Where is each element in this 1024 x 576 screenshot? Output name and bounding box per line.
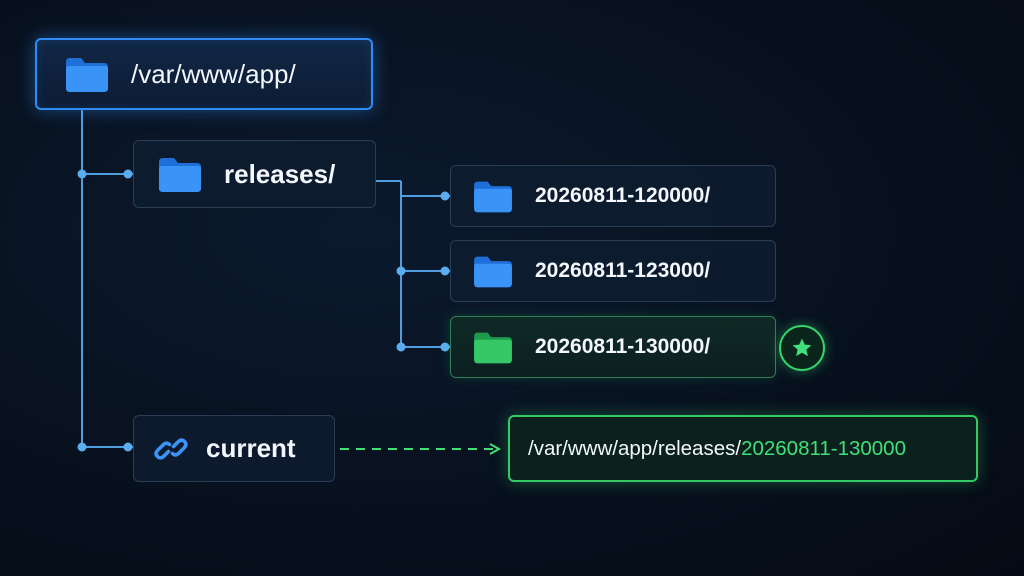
symlink-target-prefix: /var/www/app/releases/ (528, 436, 742, 460)
current-symlink-label: current (206, 433, 296, 463)
releases-folder-node[interactable]: releases/ (133, 140, 376, 208)
junction-dot (77, 442, 87, 452)
junction-dot (396, 342, 406, 352)
active-release-badge (779, 325, 825, 371)
link-icon (152, 430, 190, 468)
folder-icon (471, 253, 515, 289)
junction-dot (123, 169, 133, 179)
symlink-target-node: /var/www/app/releases/20260811-130000 (508, 415, 978, 482)
current-symlink-node[interactable]: current (133, 415, 335, 482)
release-folder-node[interactable]: 20260811-123000/ (450, 240, 776, 302)
release-folder-label: 20260811-123000/ (535, 259, 711, 282)
star-icon (790, 336, 814, 360)
junction-dot (77, 169, 87, 179)
junction-dot (440, 191, 450, 201)
root-folder-node[interactable]: /var/www/app/ (35, 38, 373, 110)
active-release-folder-node[interactable]: 20260811-130000/ (450, 316, 776, 378)
root-folder-label: /var/www/app/ (131, 58, 296, 89)
release-folder-label: 20260811-120000/ (535, 184, 711, 207)
junction-dot (440, 266, 450, 276)
junction-dot (396, 266, 406, 276)
symlink-target-path: /var/www/app/releases/20260811-130000 (528, 437, 906, 461)
junction-dot (440, 342, 450, 352)
release-folder-node[interactable]: 20260811-120000/ (450, 165, 776, 227)
folder-icon (63, 54, 111, 94)
folder-icon (156, 154, 204, 194)
releases-folder-label: releases/ (224, 158, 336, 189)
folder-icon (471, 178, 515, 214)
junction-dot (123, 442, 133, 452)
symlink-target-highlight: 20260811-130000 (741, 436, 906, 460)
folder-icon (471, 329, 515, 365)
release-folder-label: 20260811-130000/ (535, 335, 711, 358)
